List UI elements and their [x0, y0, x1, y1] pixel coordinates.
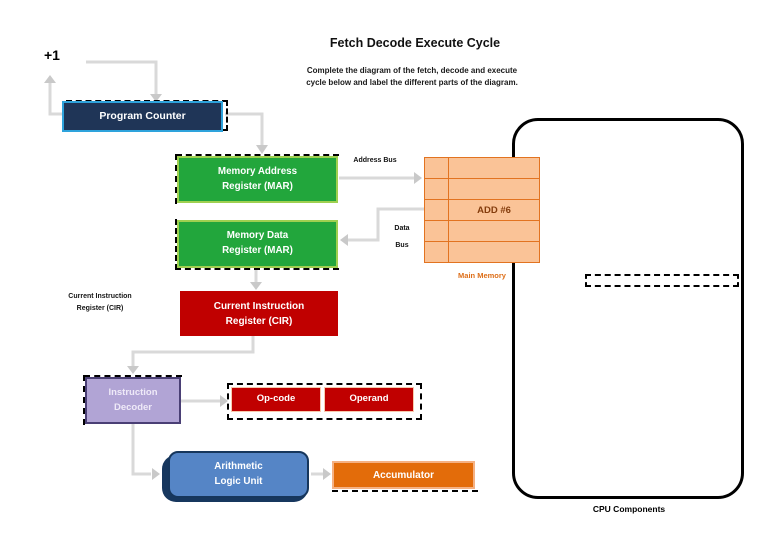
instruction-decoder-box[interactable]: Instruction Decoder — [85, 377, 181, 424]
data-bus-label-line1: Data — [394, 225, 410, 232]
plus-one-to-pc-arrow-line — [86, 60, 158, 95]
arrowhead-right-icon — [414, 172, 422, 184]
instructions-line2: cycle below and label the different part… — [306, 78, 518, 87]
memory-address-cell — [425, 158, 449, 178]
opcode-box[interactable]: Op-code — [231, 387, 321, 412]
memory-content-cell: ADD #6 — [449, 200, 539, 220]
arrowhead-right-icon — [152, 468, 160, 480]
decoder-dashed-top — [84, 375, 182, 377]
opcode-label: Op-code — [256, 393, 296, 405]
accumulator-label: Accumulator — [372, 469, 435, 481]
arrowhead-left-icon — [340, 234, 348, 246]
memory-address-cell — [425, 179, 449, 199]
decoder-label-line1: Instruction — [108, 387, 158, 399]
arrowhead-up-icon — [44, 75, 56, 83]
cpu-components-box[interactable] — [512, 118, 744, 499]
cpu-components-label: CPU Components — [592, 504, 666, 514]
data-bus-label-line2: Bus — [395, 242, 409, 249]
alu-label-line1: Arithmetic — [214, 460, 263, 472]
cir-side-line1: Current Instruction — [68, 293, 132, 300]
memory-row — [425, 158, 539, 179]
alu-label-line2: Logic Unit — [214, 475, 263, 487]
memory-content-cell — [449, 242, 539, 262]
plus-one-label: +1 — [44, 47, 60, 63]
memory-row — [425, 242, 539, 262]
cir-label-line2: Register (CIR) — [225, 315, 293, 327]
operand-label: Operand — [349, 393, 389, 405]
decoder-label-line2: Decoder — [113, 401, 152, 413]
memory-content-cell — [449, 179, 539, 199]
arrowhead-right-icon — [323, 468, 331, 480]
mar-label-line2: Register (MAR) — [222, 180, 293, 192]
cir-side-line2: Register (CIR) — [76, 305, 124, 312]
main-memory-table[interactable]: ADD #6 — [424, 157, 540, 263]
memory-content-cell — [449, 158, 539, 178]
cpu-answer-placeholder[interactable] — [585, 274, 739, 287]
memory-address-cell — [425, 200, 449, 220]
cir-label-line1: Current Instruction — [213, 300, 305, 312]
program-counter-box[interactable]: Program Counter — [62, 101, 223, 132]
memory-row — [425, 179, 539, 200]
arithmetic-logic-unit-box[interactable]: Arithmetic Logic Unit — [168, 451, 309, 498]
mdr-dashed-left — [175, 219, 177, 270]
mdr-label-line1: Memory Data — [226, 230, 289, 242]
accumulator-box[interactable]: Accumulator — [332, 461, 475, 489]
memory-instruction-value: ADD #6 — [477, 204, 511, 216]
page-title: Fetch Decode Execute Cycle — [329, 36, 501, 50]
arrowhead-down-icon — [127, 366, 139, 374]
memory-content-cell — [449, 221, 539, 241]
decoder-to-alu-arrow-line — [131, 424, 151, 476]
operand-box[interactable]: Operand — [324, 387, 414, 412]
pc-to-mar-arrow-line — [225, 112, 264, 146]
memory-data-register-box[interactable]: Memory Data Register (MAR) — [177, 220, 338, 268]
memory-row — [425, 221, 539, 242]
accumulator-dashed-bottom — [332, 490, 478, 492]
mar-dashed-top — [176, 154, 339, 156]
address-bus-label: Address Bus — [353, 157, 397, 164]
opcode-operand-answer-outline[interactable] — [227, 383, 422, 420]
memory-address-cell — [425, 242, 449, 262]
decoder-dashed-left — [83, 375, 85, 425]
mdr-dashed-bottom — [175, 268, 339, 270]
cir-to-decoder-arrow-line — [131, 336, 255, 367]
instructions-line1: Complete the diagram of the fetch, decod… — [306, 66, 518, 75]
main-memory-label: Main Memory — [458, 270, 506, 280]
arrowhead-down-icon — [256, 145, 268, 154]
memory-row: ADD #6 — [425, 200, 539, 221]
arrowhead-down-icon — [250, 282, 262, 290]
mar-label-line1: Memory Address — [217, 165, 298, 177]
mar-dashed-left — [175, 154, 177, 204]
program-counter-label: Program Counter — [99, 109, 186, 122]
memory-address-cell — [425, 221, 449, 241]
current-instruction-register-box[interactable]: Current Instruction Register (CIR) — [180, 291, 338, 336]
mdr-label-line2: Register (MAR) — [222, 245, 293, 256]
cir-side-label: Current Instruction Register (CIR) — [40, 290, 160, 316]
memory-address-register-box[interactable]: Memory Address Register (MAR) — [177, 156, 338, 203]
instructions-text: Complete the diagram of the fetch, decod… — [252, 63, 572, 91]
